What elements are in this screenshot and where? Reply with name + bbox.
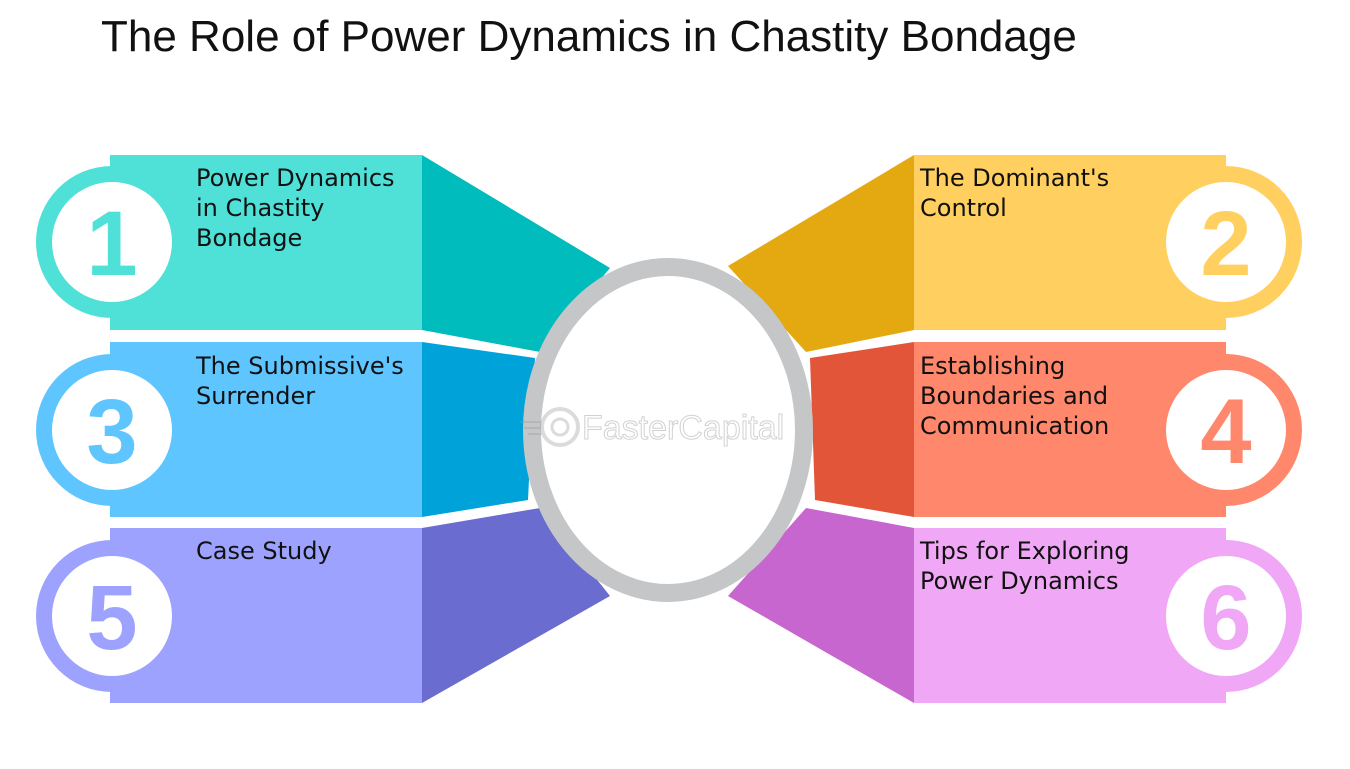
step-1-arrow: 1 [36, 155, 610, 352]
step-5-band [110, 528, 422, 703]
step-3-number: 3 [86, 381, 137, 483]
step-6-label: Tips for Exploring Power Dynamics [920, 537, 1130, 595]
step-4-fold [810, 342, 914, 517]
step-2-label: The Dominant's Control [920, 164, 1110, 222]
step-5-number: 5 [86, 567, 137, 669]
step-5-ring-inner [52, 556, 172, 676]
step-4-band [914, 342, 1226, 517]
step-3-ring-inner [52, 370, 172, 490]
step-2-number: 2 [1200, 193, 1251, 295]
step-2-arrow: 2 [728, 155, 1302, 352]
step-6-arrow: 6 [728, 508, 1302, 703]
step-4-number: 4 [1200, 381, 1251, 483]
step-3-label: The Submissive's Surrender [196, 352, 404, 410]
step-5-fold [422, 508, 610, 703]
step-4-arrow: 4 [810, 342, 1302, 517]
fastercapital-watermark: FasterCapital [520, 407, 785, 448]
center-ring [523, 258, 813, 602]
step-3-arrow: 3 [36, 342, 535, 517]
step-1-number: 1 [86, 193, 137, 295]
step-3-band [110, 342, 422, 517]
step-1-band [110, 155, 422, 330]
step-4-label: Establishing Boundaries and Communicatio… [920, 352, 1110, 440]
step-2-fold [728, 155, 914, 352]
step-1-label: Power Dynamics in Chastity Bondage [196, 164, 395, 252]
diagram-title: The Role of Power Dynamics in Chastity B… [101, 12, 1077, 61]
step-4-ring-inner [1166, 370, 1286, 490]
step-6-fold [728, 508, 914, 703]
step-6-number: 6 [1200, 567, 1251, 669]
step-1-ring-inner [52, 182, 172, 302]
gear-logo-icon [520, 407, 580, 447]
step-6-ring-inner [1166, 556, 1286, 676]
step-2-band [914, 155, 1226, 330]
step-5-label: Case Study [196, 537, 332, 565]
step-1-fold [422, 155, 610, 352]
step-3-fold [422, 342, 535, 517]
step-2-ring-inner [1166, 182, 1286, 302]
watermark-text: FasterCapital [582, 409, 784, 447]
step-5-arrow: 5 [36, 508, 610, 703]
step-6-band [914, 528, 1226, 703]
